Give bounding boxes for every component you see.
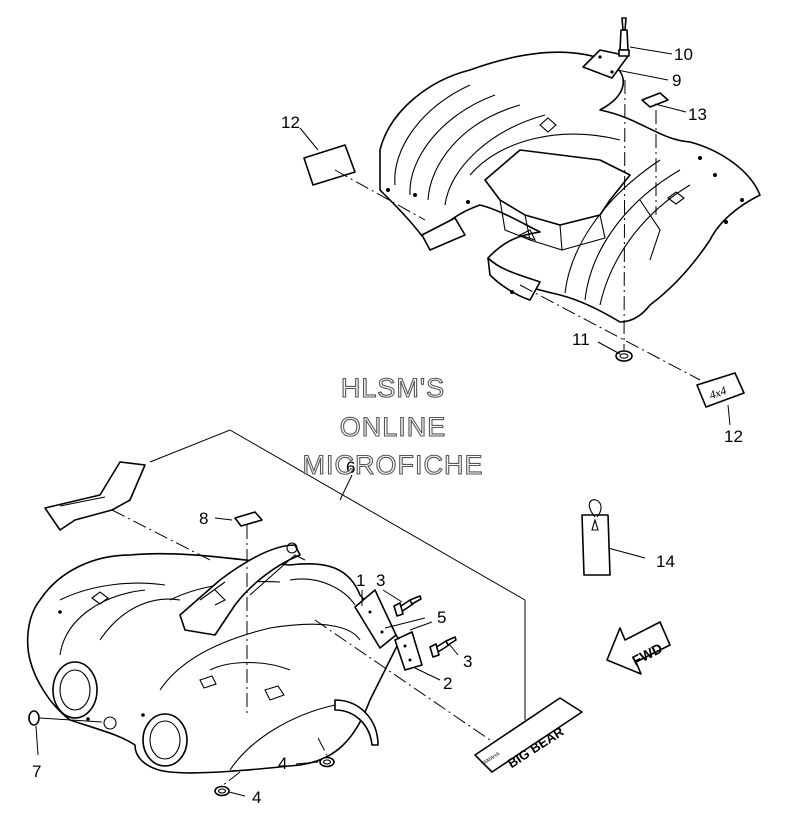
part-11-grommet <box>615 350 633 362</box>
callout-3-upper: 3 <box>376 571 385 590</box>
front-leader-lines <box>35 429 646 797</box>
watermark-line2: ONLINE <box>340 412 447 442</box>
part-3-rivet-upper <box>393 595 422 617</box>
callout-9: 9 <box>672 71 681 90</box>
watermark-line1: HLSM'S <box>341 373 445 403</box>
part-3-rivet-lower <box>429 636 457 658</box>
callout-1: 1 <box>356 571 365 590</box>
callout-13: 13 <box>688 105 707 124</box>
part-12-4x4-decal: 4x4 <box>696 372 745 408</box>
callout-10: 10 <box>674 45 693 64</box>
part-5-bracket <box>384 617 426 629</box>
part-7-cap <box>28 710 40 726</box>
part-12-rear-decal-left <box>303 144 356 186</box>
callout-14: 14 <box>656 552 675 571</box>
callout-8: 8 <box>199 509 208 528</box>
callout-12-right: 12 <box>724 427 743 446</box>
rear-leader-lines <box>299 46 731 426</box>
front-fender <box>26 542 401 774</box>
fwd-arrow: FWD <box>606 621 671 675</box>
callout-numbers: 10 9 13 12 11 12 6 8 14 1 3 5 3 2 4 4 7 <box>32 45 743 807</box>
part-14-tag <box>581 499 611 576</box>
part-4-grommet-upper <box>319 756 335 768</box>
part-13-decal <box>641 92 669 108</box>
callout-6: 6 <box>346 458 355 477</box>
callout-3-lower: 3 <box>463 652 472 671</box>
callout-4-lower: 4 <box>252 788 261 807</box>
part-6-bigbear-decal: BIG BEAR YAMAHA <box>474 697 583 773</box>
part-4-grommet-lower <box>214 785 230 797</box>
watermark: HLSM'S ONLINE MICROFICHE <box>302 372 484 480</box>
front-mat <box>44 461 146 531</box>
rear-fender <box>379 51 761 323</box>
callout-12-left: 12 <box>281 113 300 132</box>
callout-5: 5 <box>437 608 446 627</box>
callout-7: 7 <box>32 762 41 781</box>
part-2-plate <box>394 631 423 671</box>
part-1-plate <box>354 589 397 649</box>
part-8-decal <box>234 511 263 527</box>
callout-11: 11 <box>572 330 590 349</box>
callout-4-upper: 4 <box>278 754 287 773</box>
part-10-rivet <box>618 17 630 57</box>
watermark-line3: MICROFICHE <box>303 450 484 480</box>
callout-2: 2 <box>443 674 452 693</box>
decal-4x4-text: 4x4 <box>707 383 728 402</box>
